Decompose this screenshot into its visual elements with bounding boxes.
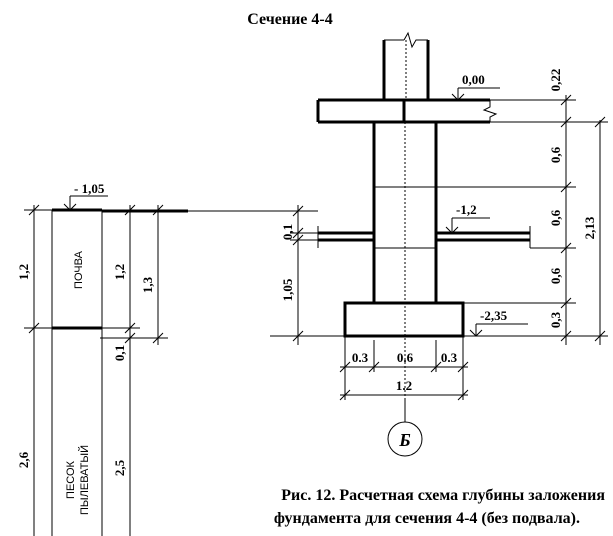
- axis-label: Б: [398, 430, 410, 450]
- dim-inner-bottom: 2,5: [112, 459, 127, 476]
- dim-wall-gap: 0,1: [280, 224, 295, 240]
- caption-line-2: фундамента для сечения 4-4 (без подвала)…: [274, 510, 580, 527]
- dim-soil-bottom: 2,6: [16, 451, 31, 468]
- drawing-title: Сечение 4-4: [247, 11, 332, 28]
- zero-level-marker: 0,00: [451, 72, 500, 101]
- outer-dimension: 1,3: [130, 204, 168, 345]
- inner-dimension-chain: 1,2 0,1 2,5: [100, 204, 140, 536]
- dim-inner-top: 1,2: [112, 264, 127, 280]
- bottom-dimension-chain: 0.3 0.6 0.3 1.2: [339, 336, 469, 401]
- dim-soil-top: 1,2: [16, 264, 31, 280]
- soil-bottom-label-1: ПЕСОК: [65, 460, 77, 499]
- dim-inner-gap: 0,1: [112, 345, 127, 361]
- inner-floor-marker: -1,2: [445, 202, 490, 234]
- left-dimension-chain: 1,2 2,6: [16, 204, 56, 536]
- soil-bottom-label-2: ПЫЛЕВАТЫЙ: [78, 445, 91, 515]
- soil-column: ПОЧВА ПЕСОК ПЫЛЕВАТЫЙ: [51, 208, 103, 536]
- dim-bottom-right: 0.3: [441, 350, 458, 365]
- base-level-marker: -2,35: [469, 308, 528, 337]
- inner-floor-mark: -1,2: [456, 202, 477, 217]
- dim-right-2: 0,6: [548, 146, 563, 163]
- dim-right-5: 0,3: [548, 311, 563, 328]
- dim-bottom-middle: 0.6: [397, 350, 414, 365]
- soil-top-label: ПОЧВА: [73, 250, 85, 289]
- dim-outer: 1,3: [140, 276, 155, 293]
- dim-right-3: 0,6: [548, 209, 563, 226]
- wall-dimension-chain: 0,1 1,05: [270, 205, 345, 345]
- caption-line-1: Рис. 12. Расчетная схема глубины заложен…: [281, 487, 605, 504]
- dim-bottom-total: 1.2: [396, 378, 412, 393]
- ground-level-marker: - 1,05: [63, 181, 108, 211]
- right-dimension-chain: 0,22 0,6 0,6 0,6 0,3 2,13: [436, 69, 608, 345]
- base-level-mark: -2,35: [480, 308, 508, 323]
- axis-marker: Б: [387, 400, 423, 457]
- dim-right-1: 0,22: [548, 69, 563, 92]
- dim-bottom-left: 0.3: [352, 350, 369, 365]
- dim-right-4: 0,6: [548, 267, 563, 284]
- ground-level-mark: - 1,05: [74, 181, 105, 196]
- zero-level-mark: 0,00: [462, 72, 485, 87]
- dim-right-total: 2,13: [582, 216, 597, 239]
- dim-wall-below: 1,05: [280, 278, 295, 301]
